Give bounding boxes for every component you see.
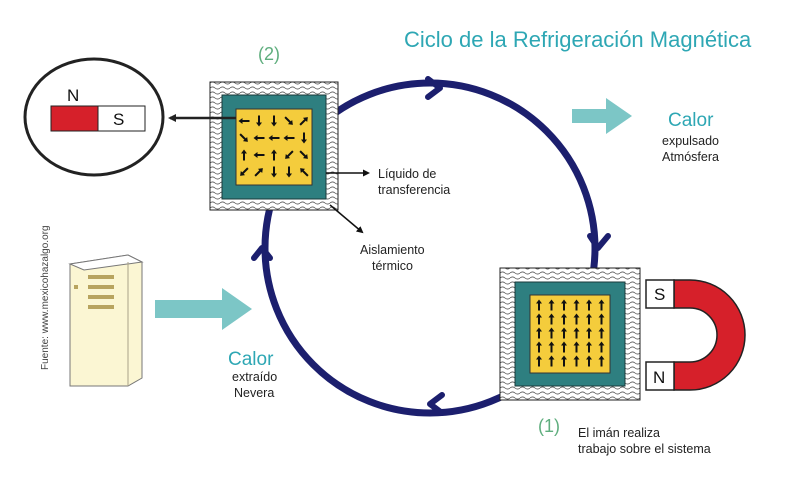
magnetic-moment-arrow bbox=[253, 135, 265, 141]
magnetic-moment-arrow bbox=[573, 341, 580, 353]
horseshoe-north-pole bbox=[645, 361, 675, 391]
cycle-arrow-top bbox=[425, 76, 443, 100]
insulation-pointer bbox=[329, 204, 364, 234]
horseshoe-magnet-icon: S N bbox=[645, 279, 746, 391]
bar-magnet-south-pole bbox=[97, 105, 146, 132]
heat-in-line1: extraído bbox=[232, 370, 277, 384]
heat-out-line2: Atmósfera bbox=[662, 150, 719, 164]
magnetic-moment-arrow bbox=[586, 341, 592, 353]
horseshoe-n-label: N bbox=[653, 368, 665, 387]
magnetic-moment-arrow bbox=[573, 313, 580, 325]
insulation-label-line1: Aislamiento bbox=[360, 243, 425, 257]
source-credit: Fuente: www.mexicohazalgo.org bbox=[40, 225, 51, 370]
magnetic-moment-arrow bbox=[283, 135, 295, 141]
magnetic-moment-arrow bbox=[299, 150, 308, 159]
magnetic-moment-arrow bbox=[598, 341, 605, 353]
heat-out-arrow bbox=[572, 98, 632, 134]
magnetic-moment-arrow bbox=[241, 149, 247, 161]
fluid-label-line2: transferencia bbox=[378, 183, 450, 197]
horseshoe-s-label: S bbox=[654, 285, 665, 304]
stage1-label: (1) bbox=[538, 416, 560, 436]
magnetic-moment-arrow bbox=[536, 355, 542, 367]
magnetic-moment-arrow bbox=[240, 167, 249, 176]
magnetic-moment-arrow bbox=[238, 118, 250, 124]
magnetic-moment-arrow bbox=[268, 135, 280, 141]
magnetic-moment-arrow bbox=[285, 150, 294, 159]
magnetic-moment-arrow bbox=[561, 299, 567, 311]
fridge-body bbox=[69, 254, 143, 387]
heat-out-line1: expulsado bbox=[662, 134, 719, 148]
fridge-vent bbox=[88, 295, 114, 299]
magnetic-moment-arrow bbox=[598, 327, 605, 339]
magnetic-moment-arrow bbox=[536, 341, 542, 353]
cycle-arrow-bottom bbox=[427, 392, 445, 416]
magnetic-moment-arrow bbox=[536, 313, 542, 325]
magnetic-moment-arrow bbox=[256, 115, 262, 127]
heat-out-title: Calor bbox=[668, 110, 714, 131]
aligned-magnetic-moments bbox=[536, 299, 605, 367]
magnetic-moment-arrow bbox=[239, 133, 248, 142]
fridge-vent bbox=[88, 305, 114, 309]
bar-magnet-north-pole bbox=[50, 105, 99, 132]
horseshoe-south-pole bbox=[645, 279, 675, 309]
magnetocaloric-material bbox=[529, 294, 611, 374]
magnetic-moment-arrow bbox=[586, 355, 592, 367]
magnetic-moment-arrow bbox=[253, 152, 265, 158]
diagram-title: Ciclo de la Refrigeración Magnética bbox=[404, 27, 752, 52]
fridge-top bbox=[68, 254, 144, 271]
magnetic-moment-arrow bbox=[573, 355, 580, 367]
magnetic-moment-arrow bbox=[561, 313, 567, 325]
bar-magnet-n-label: N bbox=[67, 86, 79, 105]
magnetic-moment-arrow bbox=[598, 313, 605, 325]
magnetic-moment-arrow bbox=[561, 327, 567, 339]
magnetic-moment-arrow bbox=[271, 115, 277, 127]
cycle-arrow-left bbox=[251, 245, 273, 261]
magnetic-moment-arrow bbox=[586, 299, 592, 311]
heat-in-line2: Nevera bbox=[234, 386, 274, 400]
fridge-button bbox=[74, 285, 78, 289]
stage2-label: (2) bbox=[258, 44, 280, 64]
magnetic-moment-arrow bbox=[284, 116, 293, 125]
magnetic-moment-arrow bbox=[598, 299, 605, 311]
magnetic-moment-arrow bbox=[573, 299, 580, 311]
magnetic-moment-arrow bbox=[271, 166, 277, 178]
magnetic-moment-arrow bbox=[299, 117, 308, 126]
magnetic-moment-arrow bbox=[548, 327, 555, 339]
magnetic-moment-arrow bbox=[286, 166, 292, 178]
random-magnetic-moments bbox=[238, 115, 309, 178]
magnetic-moment-arrow bbox=[254, 168, 263, 177]
magnetic-moment-arrow bbox=[561, 355, 567, 367]
magnetic-moment-arrow bbox=[548, 313, 555, 325]
fridge-vent bbox=[88, 285, 114, 289]
fluid-label-line1: Líquido de bbox=[378, 167, 436, 181]
magnetic-moment-arrow bbox=[586, 327, 592, 339]
magnetic-moment-arrow bbox=[548, 355, 555, 367]
insulation-label-line2: térmico bbox=[372, 259, 413, 273]
magnetic-moment-arrow bbox=[300, 168, 309, 177]
stage2-unit bbox=[209, 81, 339, 211]
bar-magnet-s-label: S bbox=[113, 110, 124, 129]
magnetic-moment-arrow bbox=[271, 149, 277, 161]
magnetic-moment-arrow bbox=[301, 132, 307, 144]
magnetic-moment-arrow bbox=[536, 327, 542, 339]
horseshoe-body bbox=[673, 279, 746, 391]
stage1-unit bbox=[499, 267, 641, 401]
heat-in-arrow bbox=[155, 288, 252, 330]
fridge-vent bbox=[88, 275, 114, 279]
magnetic-moment-arrow bbox=[561, 341, 567, 353]
magnetic-moment-arrow bbox=[548, 341, 555, 353]
magnetic-moment-arrow bbox=[586, 313, 592, 325]
magnetic-moment-arrow bbox=[548, 299, 555, 311]
cycle-arrow-right bbox=[587, 233, 611, 251]
magnetic-moment-arrow bbox=[536, 299, 542, 311]
refrigerator-icon bbox=[68, 254, 144, 387]
magnetic-moment-arrow bbox=[573, 327, 580, 339]
bar-magnet-icon: N S bbox=[23, 57, 165, 177]
work-label-line2: trabajo sobre el sistema bbox=[578, 442, 711, 456]
work-label-line1: El imán realiza bbox=[578, 426, 660, 440]
heat-in-title: Calor bbox=[228, 349, 274, 370]
magnetic-moment-arrow bbox=[598, 355, 605, 367]
